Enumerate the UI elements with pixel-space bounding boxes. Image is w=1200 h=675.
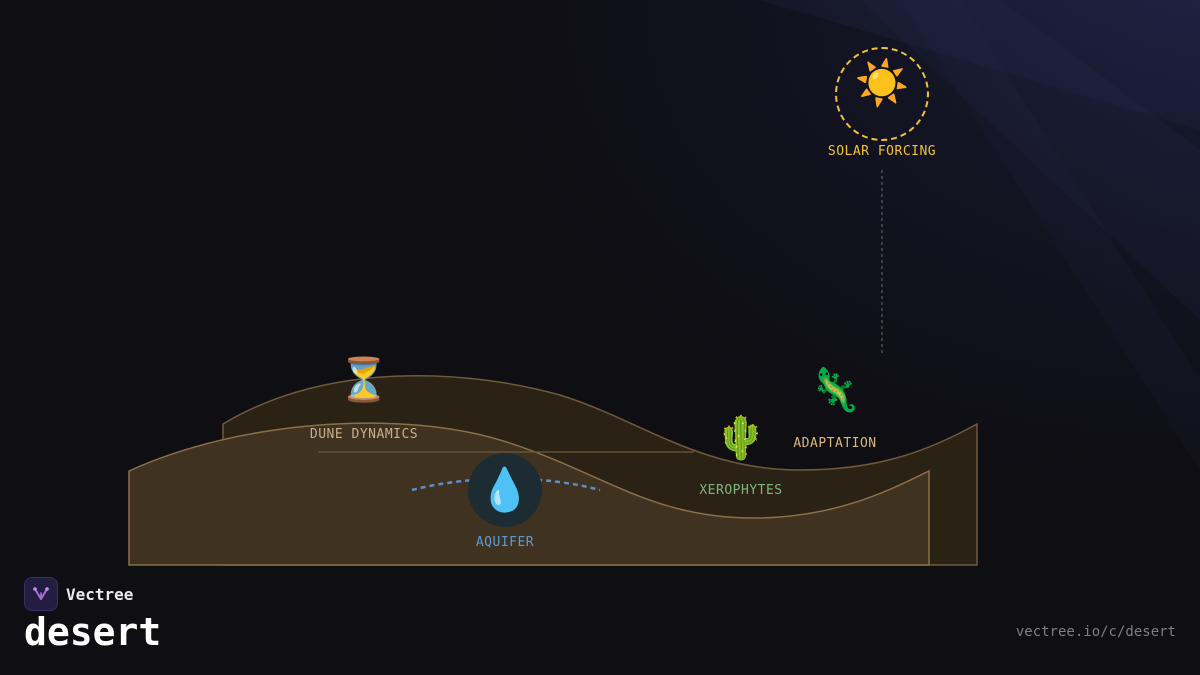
- water-drop-icon: 💧: [478, 465, 532, 514]
- page-title: desert: [24, 610, 162, 654]
- aquifer-label: AQUIFER: [475, 535, 535, 550]
- solar-forcing-label: SOLAR FORCING: [827, 144, 937, 159]
- xerophytes-label: XEROPHYTES: [699, 483, 783, 498]
- adaptation-label: ADAPTATION: [793, 436, 877, 451]
- solar-forcing-ring: [835, 47, 929, 141]
- brand-name: Vectree: [66, 584, 134, 604]
- sun-icon: ☀️: [854, 58, 910, 109]
- aquifer-flow-arc: [411, 477, 601, 492]
- brand: Vectree: [24, 577, 133, 611]
- page-url[interactable]: vectree.io/c/desert: [1015, 624, 1176, 640]
- hourglass-icon: ⏳: [337, 355, 391, 404]
- vectree-logo-icon: [24, 577, 58, 611]
- aquifer-disc: [468, 453, 542, 527]
- dune-dynamics-label: DUNE DYNAMICS: [309, 427, 419, 442]
- cactus-icon: 🌵: [714, 413, 768, 462]
- lizard-icon: 🦎: [808, 365, 862, 414]
